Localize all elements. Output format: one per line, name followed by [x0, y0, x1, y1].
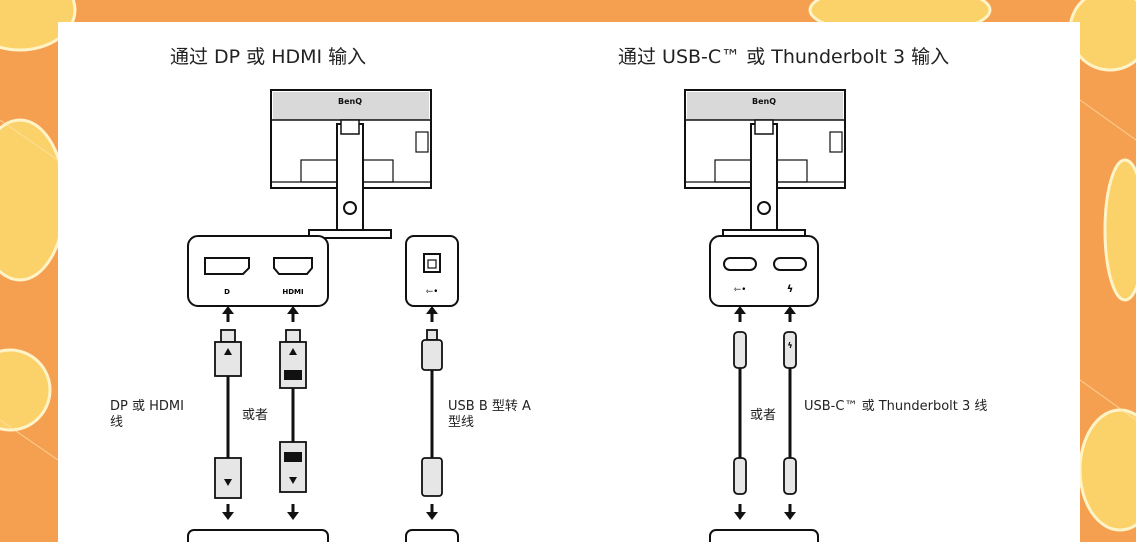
hdmi-port-icon [273, 257, 313, 275]
monitor-brand-logo: BenQ [338, 97, 362, 106]
arrow-up-icon [285, 304, 301, 324]
connection-diagram: BenQ D HDMI ⇽• [187, 89, 846, 542]
source-device-box [405, 529, 459, 542]
dp-hdmi-cable-label: DP 或 HDMI 线 [110, 399, 184, 430]
usb-symbol-icon: ⇽• [426, 287, 439, 297]
manual-page: 通过 DP 或 HDMI 输入 通过 USB-C™ 或 Thunderbolt … [58, 22, 1080, 542]
hdmi-cable-illustration [279, 329, 307, 493]
arrow-down-icon [424, 502, 440, 522]
usb-c-port-icon [723, 257, 757, 271]
dp-hdmi-port-panel: D HDMI [187, 235, 329, 307]
arrow-up-icon [424, 304, 440, 324]
svg-text:ϟ: ϟ [787, 341, 792, 350]
hdmi-port-label: HDMI [282, 288, 303, 296]
source-device-box [187, 529, 329, 542]
arrow-up-icon [782, 304, 798, 324]
usb-c-cable-illustration [733, 331, 747, 495]
source-device-box [709, 529, 819, 542]
usb-symbol-icon: ⇽• [734, 285, 747, 295]
left-section-title: 通过 DP 或 HDMI 输入 [170, 46, 367, 68]
arrow-down-icon [732, 502, 748, 522]
arrow-up-icon [220, 304, 236, 324]
thunderbolt-symbol-icon: ϟ [787, 284, 794, 295]
thunderbolt-cable-illustration: ϟ [783, 331, 797, 495]
usbc-thunderbolt-port-panel: ⇽• ϟ [709, 235, 819, 307]
arrow-down-icon [782, 502, 798, 522]
right-or-label: 或者 [750, 408, 777, 423]
right-section-title: 通过 USB-C™ 或 Thunderbolt 3 输入 [618, 46, 950, 68]
arrow-down-icon [220, 502, 236, 522]
usb-cable-illustration [421, 329, 443, 497]
displayport-port-icon [204, 257, 250, 275]
usb-cable-label: USB B 型转 A 型线 [448, 399, 531, 430]
svg-text:D: D [224, 288, 230, 296]
monitor-brand-logo: BenQ [752, 97, 776, 106]
right-monitor-illustration: BenQ [684, 89, 846, 239]
arrow-up-icon [732, 304, 748, 324]
thunderbolt-port-icon [773, 257, 807, 271]
dp-cable-illustration [214, 329, 242, 499]
left-or-label: 或者 [242, 408, 269, 423]
usb-b-port-panel: ⇽• [405, 235, 459, 307]
left-monitor-illustration: BenQ [270, 89, 432, 239]
arrow-down-icon [285, 502, 301, 522]
usbc-thunderbolt-cable-label: USB-C™ 或 Thunderbolt 3 线 [804, 399, 988, 414]
